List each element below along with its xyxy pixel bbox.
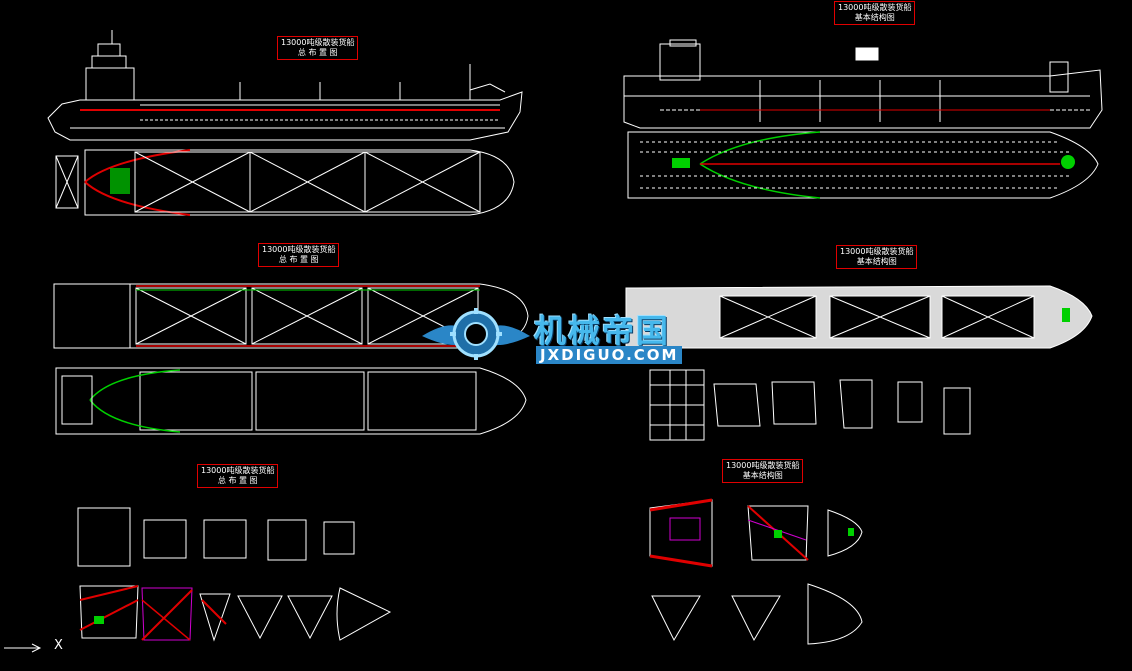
brand-name-cn: 机械帝国 <box>534 312 671 350</box>
title-line2: 总 布 置 图 <box>297 48 338 57</box>
ship-structure-plan-right <box>625 285 1093 349</box>
title-line1: 13000吨级散装货船 <box>726 461 800 470</box>
brand-name-en: JXDIGUO.COM <box>536 346 683 364</box>
ucs-axis-icon <box>4 643 42 653</box>
title-general-arrangement-1: 13000吨级散装货船 总 布 置 图 <box>277 36 359 60</box>
section-drawings-bottom-left <box>77 507 392 642</box>
title-line1: 13000吨级散装货船 <box>838 3 912 12</box>
title-line2: 基本结构图 <box>742 471 783 480</box>
title-line1: 13000吨级散装货船 <box>840 247 914 256</box>
ship-profile-view-left <box>47 30 523 141</box>
title-line2: 总 布 置 图 <box>217 476 258 485</box>
gear-wings-logo-icon <box>422 308 530 360</box>
ship-plan-view-right <box>627 131 1099 199</box>
title-basic-structure-2: 13000吨级散装货船 基本结构图 <box>836 245 918 269</box>
section-drawings-middle-right <box>649 369 971 441</box>
title-line2: 基本结构图 <box>856 257 897 266</box>
title-line2: 基本结构图 <box>854 13 895 22</box>
title-general-arrangement-3: 13000吨级散装货船 总 布 置 图 <box>197 464 279 488</box>
ship-profile-view-right <box>623 39 1103 129</box>
ship-deck-plan-lower-left <box>55 367 527 435</box>
ucs-x-label: X <box>54 638 63 653</box>
title-line1: 13000吨级散装货船 <box>281 38 355 47</box>
title-basic-structure-1: 13000吨级散装货船 基本结构图 <box>834 1 916 25</box>
section-drawings-bottom-right <box>649 498 863 645</box>
brand-watermark: 机械帝国 JXDIGUO.COM <box>418 302 718 368</box>
title-line1: 13000吨级散装货船 <box>201 466 275 475</box>
ship-plan-view-left <box>55 149 515 216</box>
title-basic-structure-3: 13000吨级散装货船 基本结构图 <box>722 459 804 483</box>
title-general-arrangement-2: 13000吨级散装货船 总 布 置 图 <box>258 243 340 267</box>
title-line1: 13000吨级散装货船 <box>262 245 336 254</box>
title-line2: 总 布 置 图 <box>278 255 319 264</box>
